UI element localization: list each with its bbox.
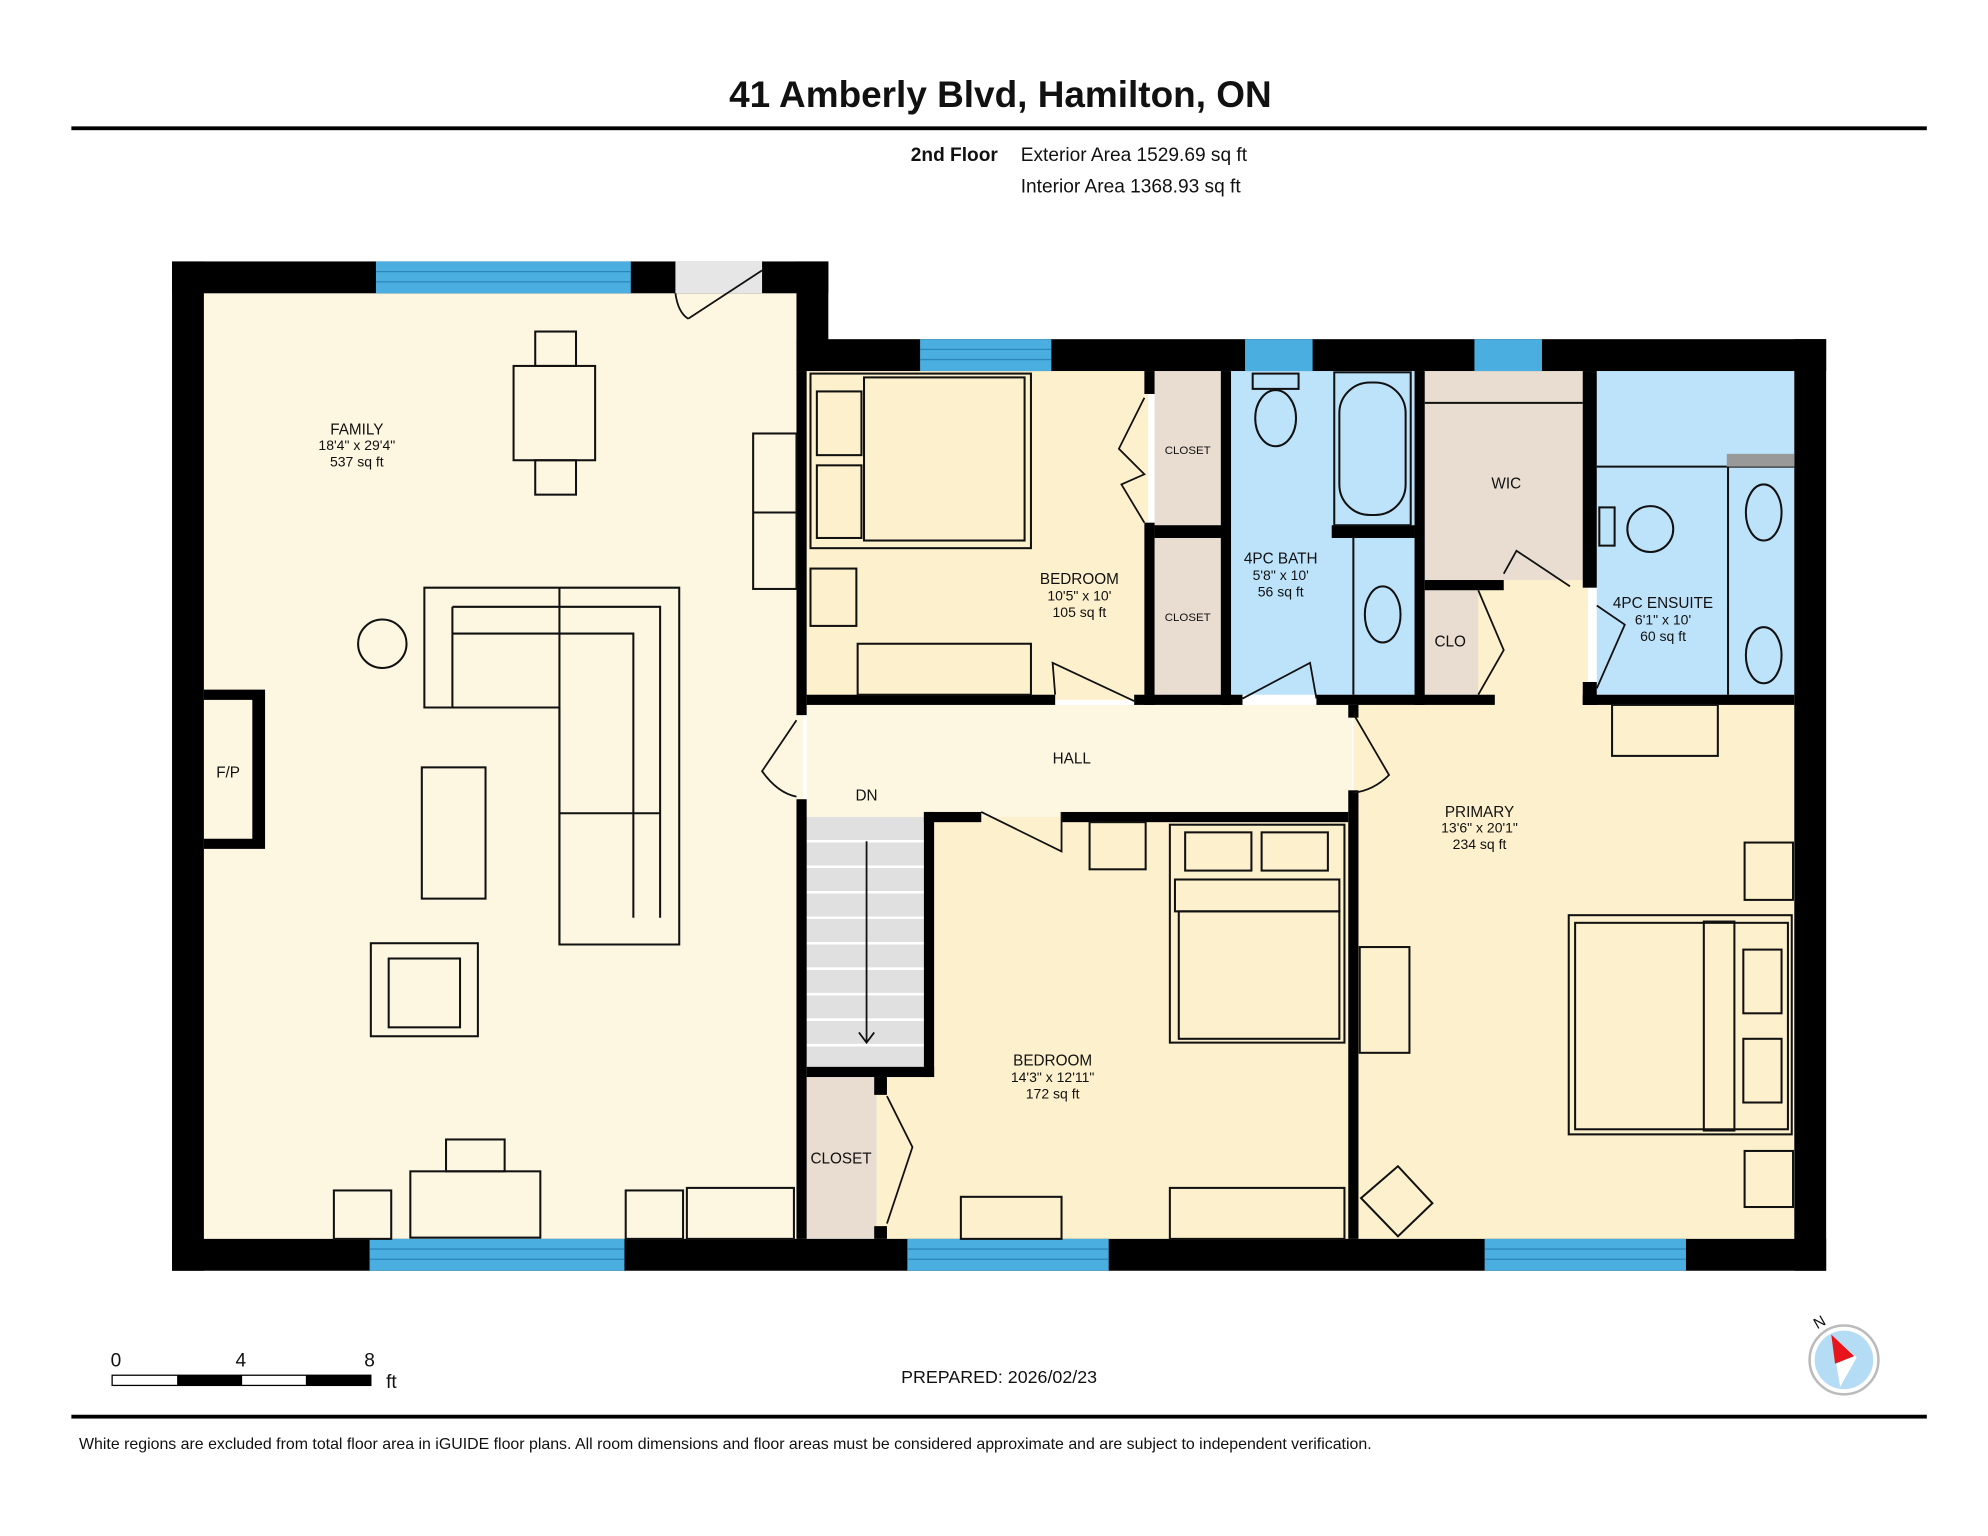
page-title: 41 Amberly Blvd, Hamilton, ON	[729, 74, 1272, 115]
svg-text:234 sq ft: 234 sq ft	[1453, 836, 1507, 852]
window	[369, 1238, 625, 1271]
ensuite-area	[1596, 371, 1795, 695]
disclaimer: White regions are excluded from total fl…	[79, 1436, 1372, 1453]
svg-text:4PC ENSUITE: 4PC ENSUITE	[1613, 595, 1713, 612]
closet-b-label: CLOSET	[1165, 612, 1211, 624]
svg-text:18'4" x 29'4": 18'4" x 29'4"	[318, 437, 395, 453]
svg-text:6'1" x 10': 6'1" x 10'	[1635, 612, 1691, 628]
closet-c-area	[806, 1077, 877, 1239]
closet-a-label: CLOSET	[1165, 445, 1211, 457]
bedroom-2-area	[876, 817, 1351, 1239]
svg-text:10'5" x 10': 10'5" x 10'	[1047, 587, 1111, 603]
room-label-bedroom-1: BEDROOM 10'5" x 10' 105 sq ft	[1040, 571, 1119, 620]
hall-area	[806, 704, 1353, 818]
compass-icon: N	[1808, 1313, 1880, 1396]
window	[920, 339, 1052, 372]
window	[1474, 339, 1542, 372]
header-rule	[71, 126, 1927, 131]
window	[1484, 1238, 1686, 1271]
svg-text:56 sq ft: 56 sq ft	[1258, 584, 1304, 600]
primary-area	[1353, 704, 1795, 1239]
windows	[369, 261, 1686, 1271]
fireplace-label: F/P	[216, 765, 240, 782]
svg-text:5'8" x 10': 5'8" x 10'	[1253, 567, 1309, 583]
room-label-primary: PRIMARY 13'6" x 20'1" 234 sq ft	[1441, 804, 1518, 852]
floor-label: 2nd Floor	[911, 145, 999, 166]
room-label-bath: 4PC BATH 5'8" x 10' 56 sq ft	[1244, 550, 1318, 599]
svg-text:PRIMARY: PRIMARY	[1445, 804, 1514, 821]
svg-text:4: 4	[236, 1350, 247, 1371]
stairs-down-arrow-icon	[858, 841, 875, 1045]
prepared-date: PREPARED: 2026/02/23	[901, 1367, 1097, 1387]
wic-label: WIC	[1491, 475, 1521, 492]
interior-area: Interior Area 1368.93 sq ft	[1021, 177, 1242, 198]
doors	[674, 261, 1626, 1224]
svg-text:172 sq ft: 172 sq ft	[1026, 1086, 1080, 1102]
svg-text:537 sq ft: 537 sq ft	[330, 454, 384, 470]
svg-text:ft: ft	[386, 1372, 397, 1393]
svg-text:8: 8	[364, 1350, 375, 1371]
svg-text:13'6" x 20'1": 13'6" x 20'1"	[1441, 819, 1518, 835]
closet-c-label: CLOSET	[811, 1151, 872, 1168]
window	[1245, 339, 1313, 372]
svg-text:14'3" x 12'11": 14'3" x 12'11"	[1011, 1069, 1095, 1085]
scale-bar: 0 4 8 ft	[111, 1350, 398, 1393]
clo-label: CLO	[1435, 633, 1467, 650]
family-room	[203, 293, 803, 1239]
svg-text:BEDROOM: BEDROOM	[1040, 571, 1119, 588]
room-fills	[203, 293, 1795, 1239]
stairs	[806, 840, 924, 1047]
svg-text:105 sq ft: 105 sq ft	[1053, 604, 1107, 620]
svg-text:FAMILY: FAMILY	[330, 422, 383, 439]
footer-rule	[71, 1414, 1927, 1419]
svg-text:4PC BATH: 4PC BATH	[1244, 550, 1318, 567]
exterior-area: Exterior Area 1529.69 sq ft	[1021, 145, 1248, 166]
window	[907, 1238, 1109, 1271]
room-label-bedroom-2: BEDROOM 14'3" x 12'11" 172 sq ft	[1011, 1053, 1095, 1102]
room-label-family: FAMILY 18'4" x 29'4" 537 sq ft	[318, 422, 395, 470]
primary-corridor	[1478, 580, 1588, 708]
stairs-label: DN	[856, 787, 878, 804]
room-label-ensuite: 4PC ENSUITE 6'1" x 10' 60 sq ft	[1613, 595, 1713, 644]
svg-text:0: 0	[111, 1350, 122, 1371]
svg-text:BEDROOM: BEDROOM	[1013, 1053, 1092, 1070]
svg-text:60 sq ft: 60 sq ft	[1640, 628, 1686, 644]
window	[375, 261, 631, 294]
fireplace-wall	[203, 689, 266, 849]
furniture	[332, 330, 1795, 1240]
hall-label: HALL	[1053, 751, 1091, 768]
